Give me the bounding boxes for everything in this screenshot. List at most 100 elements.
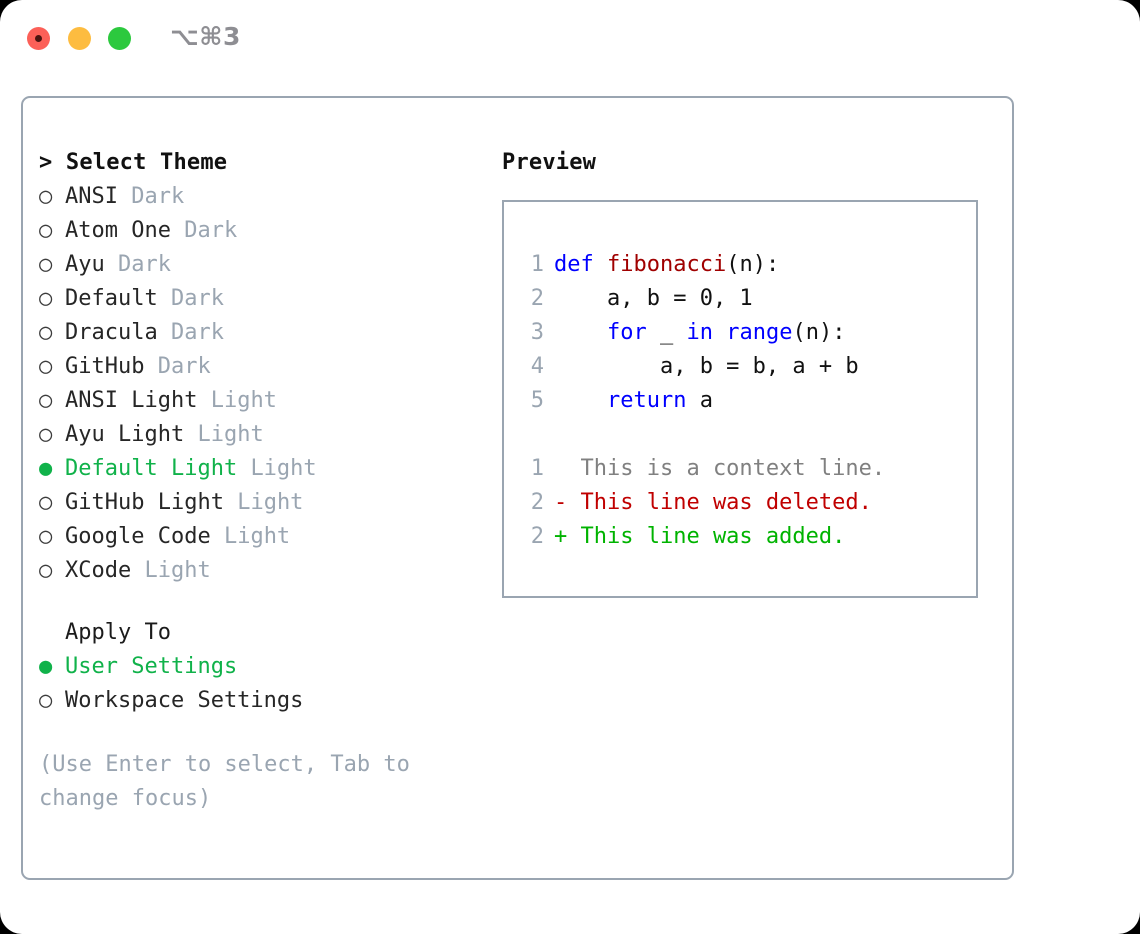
code-token: (n): (792, 320, 846, 345)
spacer (171, 218, 184, 243)
code-token: This is a context line. (554, 456, 886, 481)
diff-sample: 1 This is a context line. 2 - This line wa… (522, 452, 976, 554)
theme-variant-label: Dark (131, 184, 185, 209)
theme-name: Dracula (65, 320, 158, 345)
apply-to-label: User Settings (65, 654, 238, 679)
theme-variant-label: Dark (170, 286, 224, 311)
theme-variant-label: Light (237, 490, 304, 515)
theme-picker-column: > Select Theme ○ANSI Dark○Atom One Dark○… (39, 146, 479, 816)
theme-variant-label: Dark (184, 218, 238, 243)
code-token: a, b = b, a + b (554, 354, 859, 379)
theme-list-item[interactable]: ○ GitHub Light Light (39, 486, 479, 520)
spacer (105, 252, 118, 277)
code-token: for (606, 320, 647, 345)
radio-unselected-icon[interactable]: ○ (39, 320, 53, 345)
line-number: 2 (530, 524, 544, 549)
theme-name: XCode (65, 558, 132, 583)
theme-name: ANSI Light (65, 388, 198, 413)
theme-variant-label: Light (223, 524, 291, 549)
apply-to-option[interactable]: ○ Workspace Settings (39, 684, 479, 718)
maximize-window-button[interactable] (108, 27, 131, 50)
radio-unselected-icon[interactable]: ○ (39, 252, 53, 277)
code-line: 3 for _ in range(n): (522, 316, 976, 350)
theme-name: Ayu Light (65, 422, 185, 447)
code-token (554, 388, 607, 413)
theme-list-item[interactable]: ○ Dracula Dark (39, 316, 479, 350)
radio-selected-icon[interactable]: ● (39, 654, 53, 679)
radio-unselected-icon[interactable]: ○ (39, 422, 53, 447)
theme-list-item[interactable]: ○ Atom One Dark (39, 214, 479, 248)
theme-name: Google Code (65, 524, 211, 549)
line-number: 3 (530, 320, 544, 345)
line-number: 4 (530, 354, 544, 379)
apply-to-list: ● User Settings ○ Workspace Settings (39, 650, 479, 718)
theme-name: GitHub Light (65, 490, 224, 515)
radio-unselected-icon[interactable]: ○ (39, 286, 53, 311)
theme-list-item[interactable]: ○ Ayu Light Light (39, 418, 479, 452)
theme-list-item[interactable]: ○ Default Dark (39, 282, 479, 316)
theme-variant-label: Dark (157, 354, 211, 379)
theme-list-item[interactable]: ○ ANSI Dark (39, 180, 479, 214)
theme-list-item[interactable]: ○XCode Light (39, 554, 479, 588)
code-token: - This line was deleted. (554, 490, 872, 515)
radio-selected-icon[interactable]: ● (39, 456, 53, 481)
line-number: 1 (530, 252, 544, 277)
code-token: (n): (726, 252, 780, 277)
diff-line: 2 - This line was deleted. (522, 486, 976, 520)
theme-variant-label: Light (250, 456, 317, 481)
theme-list-item[interactable]: ○ Google Code Light (39, 520, 479, 554)
theme-variant-label: Light (210, 388, 277, 413)
line-number: 2 (530, 490, 544, 515)
diff-line: 1 This is a context line. (522, 452, 976, 486)
apply-to-label: Workspace Settings (65, 688, 304, 713)
theme-selector-panel: > Select Theme ○ANSI Dark○Atom One Dark○… (21, 96, 1014, 880)
line-number: 1 (530, 456, 544, 481)
code-line: 2 a, b = 0, 1 (522, 282, 976, 316)
code-token (554, 320, 607, 345)
window-title: ⌥⌘3 (170, 22, 241, 51)
theme-list-item[interactable]: ● Default Light Light (39, 452, 479, 486)
radio-unselected-icon[interactable]: ○ (39, 524, 53, 549)
code-token: return (606, 388, 687, 413)
radio-unselected-icon[interactable]: ○ (39, 688, 53, 713)
radio-unselected-icon[interactable]: ○ (39, 218, 53, 243)
code-token: def (554, 252, 594, 277)
apply-to-option[interactable]: ● User Settings (39, 650, 479, 684)
minimize-window-button[interactable] (68, 27, 91, 50)
code-token: in (686, 320, 713, 345)
apply-to-header: Apply To (65, 620, 171, 645)
radio-unselected-icon[interactable]: ○ (39, 184, 53, 209)
theme-variant-label: Dark (170, 320, 224, 345)
code-line: 5 return a (522, 384, 976, 418)
code-token (594, 252, 607, 277)
radio-unselected-icon[interactable]: ○ (39, 558, 53, 583)
theme-name: Default Light (65, 456, 238, 481)
theme-name: ANSI (65, 184, 118, 209)
keyboard-hint: (Use Enter to select, Tab to change focu… (39, 752, 410, 811)
theme-name: Default (65, 286, 158, 311)
code-token (713, 320, 726, 345)
theme-list: ○ ANSI Dark ○ Atom One Dark ○ Ayu Dark ○ Defaul… (39, 180, 479, 588)
theme-variant-label: Dark (118, 252, 171, 277)
radio-unselected-icon[interactable]: ○ (39, 354, 53, 379)
theme-name: Atom One (65, 218, 171, 243)
theme-list-item[interactable]: ○ ANSI Light Light (39, 384, 479, 418)
code-token: a, b = 0, 1 (554, 286, 753, 311)
theme-name: GitHub (65, 354, 145, 379)
select-theme-header: > Select Theme (39, 150, 228, 175)
theme-name: Ayu (65, 252, 105, 277)
code-token: fibonacci (607, 252, 727, 277)
theme-list-item[interactable]: ○ Ayu Dark (39, 248, 479, 282)
line-number: 5 (530, 388, 544, 413)
code-line: 1 def fibonacci(n): (522, 248, 976, 282)
preview-header: Preview (502, 150, 597, 175)
spacer (118, 184, 131, 209)
theme-list-item[interactable]: ○ GitHub Dark (39, 350, 479, 384)
theme-variant-label: Light (197, 422, 264, 447)
radio-unselected-icon[interactable]: ○ (39, 388, 53, 413)
radio-unselected-icon[interactable]: ○ (39, 490, 53, 515)
spacer (144, 354, 157, 379)
close-window-button[interactable] (27, 27, 50, 50)
